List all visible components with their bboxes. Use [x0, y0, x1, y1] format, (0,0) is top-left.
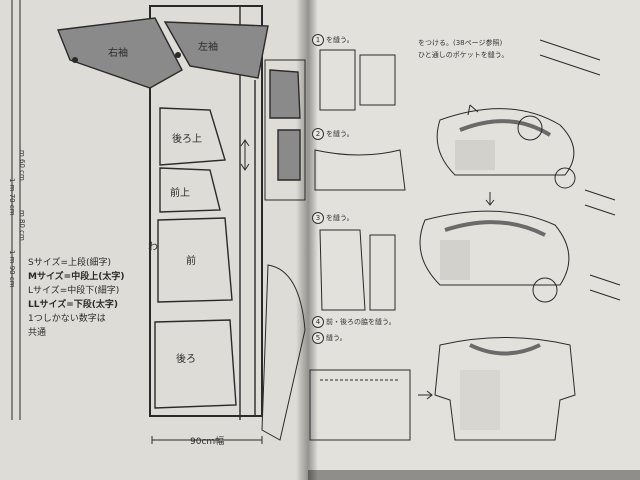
front-label: 前 — [186, 256, 196, 267]
legend-s: Sサイズ=上段(細字) — [28, 258, 112, 268]
fold-label: わ — [148, 242, 158, 253]
right-sleeve-piece — [57, 17, 183, 89]
right-note-1: をつける。(38ページ参照) — [418, 39, 503, 47]
front-upper-piece — [159, 167, 221, 213]
size-legend: Sサイズ=上段(細字) Mサイズ=中段上(太字) Lサイズ=中段下(細字) LL… — [28, 256, 124, 340]
step-5-text: 縫う。 — [326, 334, 347, 342]
right-sleeve-label: 右袖 — [108, 48, 128, 59]
front-upper-label: 前上 — [170, 188, 190, 199]
back-piece — [154, 319, 237, 409]
book-gutter — [296, 0, 318, 480]
step-3-number: 3 — [312, 212, 324, 224]
ruler-label-4: 1 m 90 cm — [8, 250, 16, 288]
right-page — [306, 0, 640, 470]
step-4-text: 前・後ろの脇を縫う。 — [326, 318, 396, 326]
step-5-number: 5 — [312, 332, 324, 344]
ruler-label-3: m 80 cm — [18, 210, 26, 241]
legend-note-2: 共通 — [28, 328, 47, 338]
ruler-label-2: 1 m 70 cm — [8, 178, 16, 216]
legend-l: Lサイズ=中段下(細字) — [28, 286, 120, 296]
step-2-number: 2 — [312, 128, 324, 140]
fabric-frame — [149, 5, 263, 417]
step-2-text: を縫う。 — [326, 130, 354, 138]
right-note-2: ひと通しのポケットを縫う。 — [418, 51, 509, 59]
legend-m: Mサイズ=中段上(太字) — [28, 272, 125, 282]
left-sleeve-label: 左袖 — [198, 42, 218, 53]
pattern-layout-diagram — [11, 0, 306, 444]
step-3-text: を縫う。 — [326, 214, 354, 222]
legend-ll: LLサイズ=下段(太字) — [28, 300, 118, 310]
back-upper-label: 後ろ上 — [172, 134, 202, 145]
ruler-label-1: m 60 cm — [18, 150, 26, 181]
back-label: 後ろ — [176, 354, 196, 365]
front-piece — [157, 217, 233, 303]
step-1-text: を縫う。 — [326, 36, 354, 44]
fabric-width-label: 90cm幅 — [190, 437, 225, 447]
left-sleeve-piece — [163, 21, 269, 79]
back-upper-piece — [159, 107, 226, 166]
step-4-number: 4 — [312, 316, 324, 328]
legend-note-1: 1つしかない数字は — [28, 314, 106, 324]
step-1-number: 1 — [312, 34, 324, 46]
